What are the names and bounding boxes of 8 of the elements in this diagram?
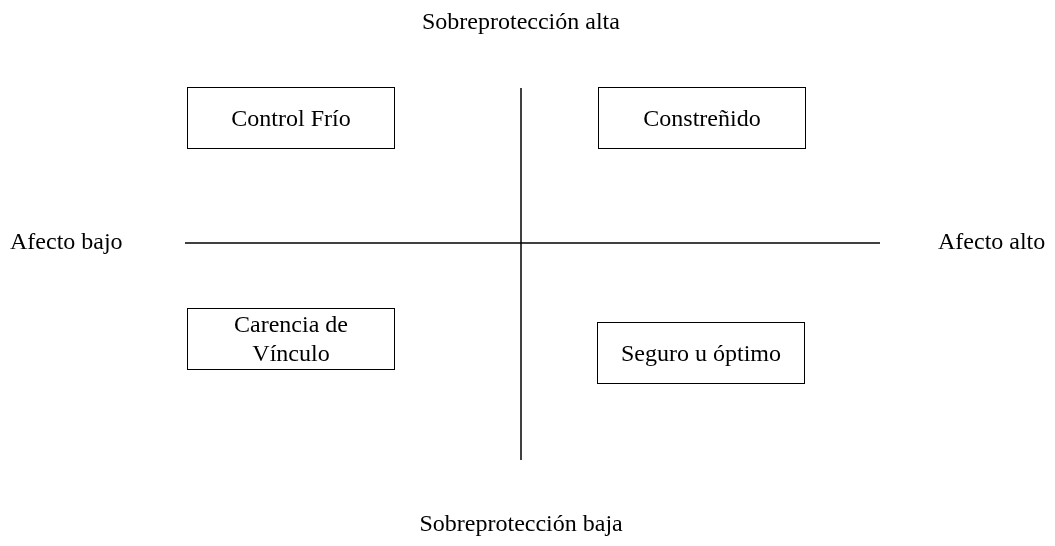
quadrant-box: Control Frío: [187, 87, 395, 149]
quadrant-box: Carencia de Vínculo: [187, 308, 395, 370]
axis-label: Afecto bajo: [10, 228, 123, 255]
quadrant-box: Seguro u óptimo: [597, 322, 805, 384]
axis-label: Sobreprotección baja: [419, 510, 623, 537]
axis-label: Afecto alto: [938, 228, 1046, 255]
quadrant-box: Constreñido: [598, 87, 806, 149]
axis-label: Sobreprotección alta: [422, 8, 620, 35]
